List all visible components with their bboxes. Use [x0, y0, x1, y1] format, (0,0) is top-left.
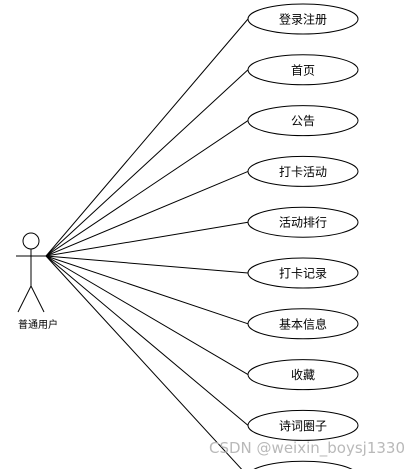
use-case: 登录注册: [247, 3, 359, 35]
association-line: [45, 255, 243, 469]
actor-label: 普通用户: [18, 318, 58, 331]
use-case-label: 登录注册: [279, 12, 327, 27]
use-case: 打卡活动: [247, 155, 359, 187]
use-case-ellipse: [247, 105, 359, 137]
association-line: [45, 18, 249, 257]
association-line: [45, 255, 249, 325]
use-case: 首页: [247, 54, 359, 86]
use-case-label: 收藏: [291, 368, 315, 382]
use-case-label: 打卡活动: [279, 165, 327, 179]
use-case-ellipse: [247, 359, 359, 391]
actor-head: [22, 232, 40, 250]
use-case-label: 活动排行: [279, 216, 327, 230]
actor-user: 普通用户: [16, 232, 58, 331]
use-case: 收藏: [247, 359, 359, 391]
use-case-ellipse: [253, 460, 353, 469]
use-case-ellipse: [247, 155, 359, 187]
use-case-label: 诗词圈子: [279, 419, 327, 433]
use-case: 基本信息: [247, 308, 359, 340]
use-case-label: 公告: [291, 114, 315, 128]
association-line: [45, 120, 249, 257]
association-line: [45, 221, 249, 257]
association-line: [45, 69, 249, 257]
use-case-ellipse: [247, 257, 359, 289]
use-case: 活动排行: [247, 206, 359, 238]
association-lines: [45, 18, 249, 469]
use-cases: 登录注册首页公告打卡活动活动排行打卡记录基本信息收藏诗词圈子关注粉丝: [247, 3, 359, 469]
use-case: 打卡记录: [247, 257, 359, 289]
association-line: [45, 255, 249, 376]
actor-right-leg: [30, 285, 45, 313]
use-case-ellipse: [247, 409, 359, 441]
use-case-ellipse: [247, 3, 359, 35]
use-case-label: 基本信息: [279, 316, 327, 331]
use-case-ellipse: [247, 308, 359, 340]
use-case-label: 打卡记录: [279, 267, 327, 281]
use-case-ellipse: [247, 54, 359, 86]
association-line: [45, 170, 249, 257]
use-case-label: 首页: [291, 63, 315, 77]
use-case-ellipse: [247, 206, 359, 238]
use-case: 公告: [247, 105, 359, 137]
use-case: 诗词圈子: [247, 409, 359, 441]
use-case: 关注粉丝: [253, 460, 353, 469]
association-line: [45, 255, 249, 274]
actor-left-leg: [17, 285, 32, 313]
association-line: [45, 255, 249, 426]
watermark: CSDN @weixin_boysj1330: [209, 439, 405, 458]
